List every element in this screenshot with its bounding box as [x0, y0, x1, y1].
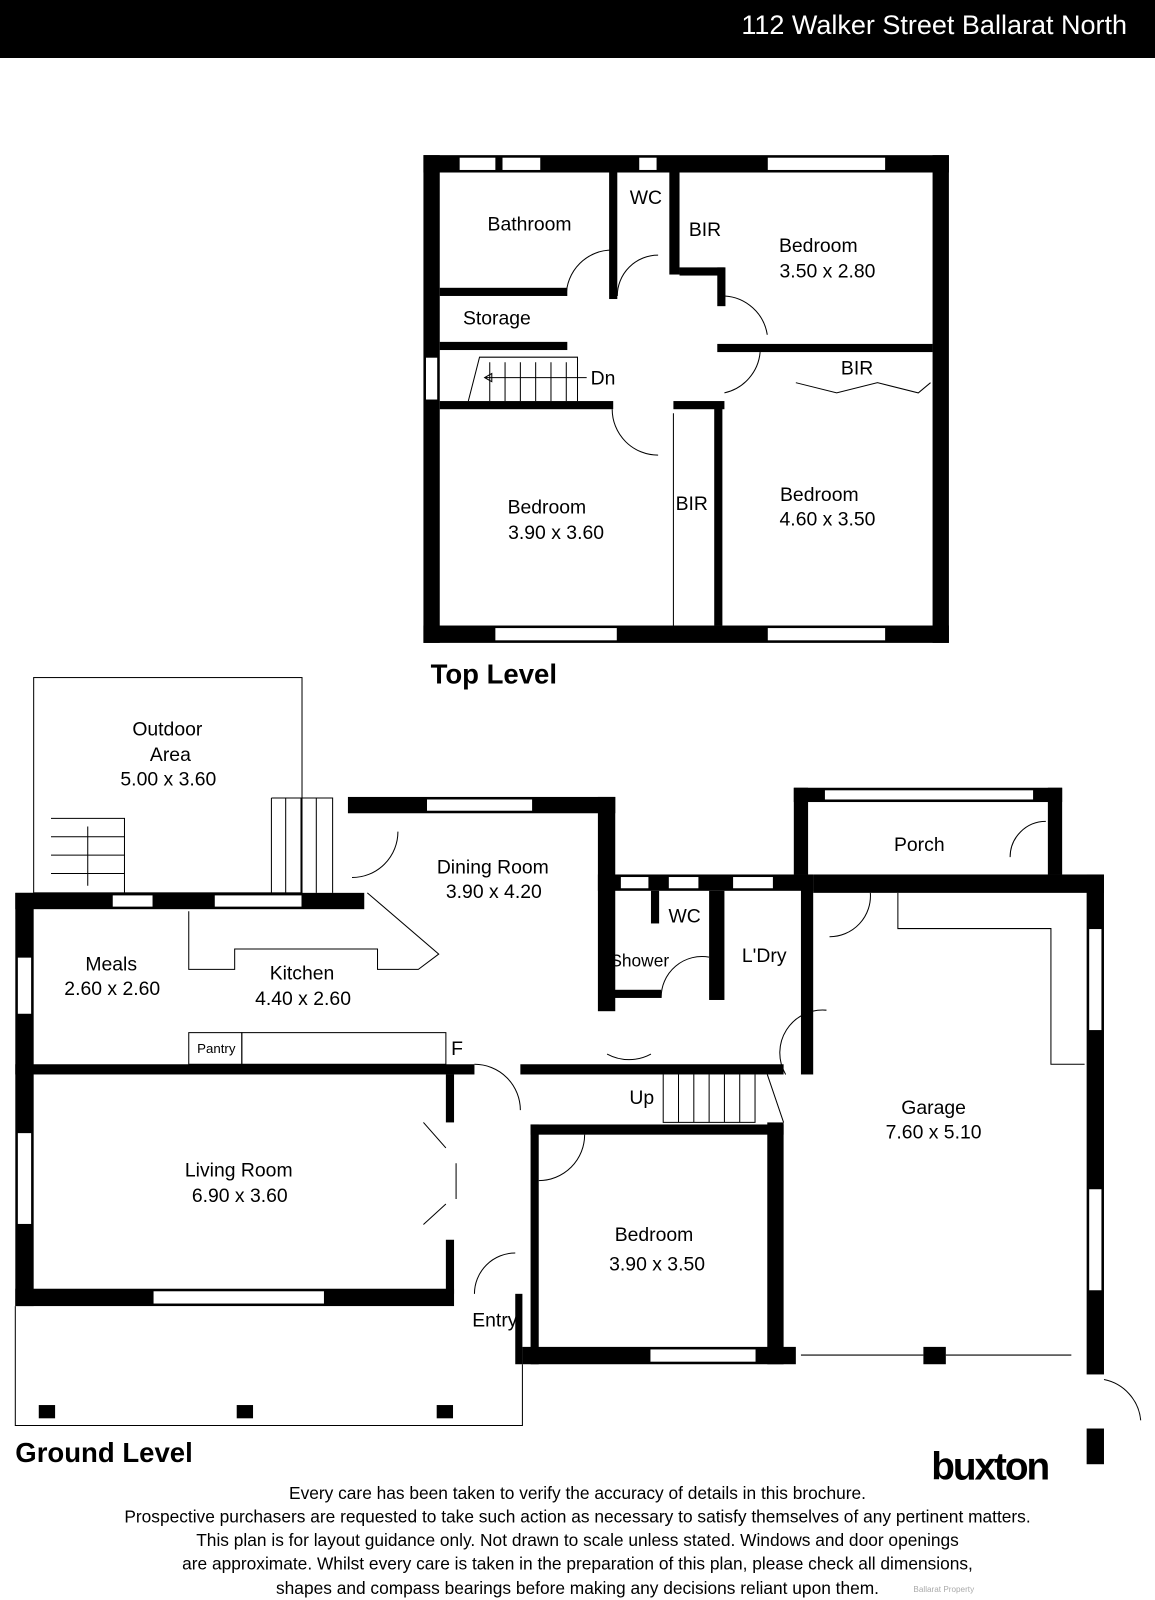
header-bar: 112 Walker Street Ballarat North — [0, 0, 1155, 58]
room-label: Bedroom — [780, 484, 859, 506]
disclaimer-line: Prospective purchasers are requested to … — [124, 1506, 1030, 1526]
room-label: Kitchen — [270, 963, 335, 985]
room-label: BIR — [841, 358, 873, 380]
room-label: WC — [630, 187, 662, 209]
room-label: Area — [150, 744, 191, 766]
room-label: Bedroom — [615, 1224, 694, 1246]
room-size: 7.60 x 5.10 — [886, 1122, 982, 1144]
room-size: 2.60 x 2.60 — [64, 978, 160, 1000]
room-label: Storage — [463, 308, 531, 330]
room-size: 5.00 x 3.60 — [120, 769, 216, 791]
room-label: Garage — [901, 1097, 966, 1119]
stairs-label: Up — [629, 1087, 654, 1109]
room-label: Pantry — [197, 1041, 236, 1056]
room-size: 3.50 x 2.80 — [780, 261, 876, 283]
room-size: 3.90 x 3.60 — [508, 522, 604, 544]
disclaimer-line: shapes and compass bearings before makin… — [276, 1578, 879, 1598]
room-label: Living Room — [185, 1159, 293, 1181]
room-size: 6.90 x 3.60 — [192, 1185, 288, 1207]
room-label: Entry — [472, 1309, 518, 1331]
room-label: BIR — [676, 493, 708, 515]
fridge-label: F — [451, 1038, 463, 1060]
room-label: WC — [668, 905, 700, 927]
room-size: 4.40 x 2.60 — [255, 988, 351, 1010]
room-size: 3.90 x 3.50 — [609, 1253, 705, 1275]
disclaimer: Every care has been taken to verify the … — [124, 1483, 1030, 1598]
room-label: Meals — [85, 953, 137, 975]
ground-level-plan: Outdoor Area 5.00 x 3.60 Meals 2.60 x 2.… — [14, 677, 1142, 1468]
room-label: BIR — [689, 219, 721, 241]
disclaimer-line: are approximate. Whilst every care is ta… — [182, 1553, 973, 1573]
level-title: Ground Level — [15, 1437, 192, 1468]
room-label: Outdoor — [132, 719, 203, 741]
room-label: Bedroom — [508, 496, 587, 518]
property-address: 112 Walker Street Ballarat North — [741, 10, 1127, 40]
room-label: Bathroom — [488, 214, 572, 236]
watermark: Ballarat Property — [913, 1585, 975, 1594]
top-level-plan: Bathroom WC BIR Bedroom 3.50 x 2.80 Stor… — [423, 155, 949, 690]
disclaimer-line: Every care has been taken to verify the … — [289, 1483, 866, 1503]
room-label: Dining Room — [437, 856, 549, 878]
room-size: 3.90 x 4.20 — [446, 881, 542, 903]
level-title: Top Level — [431, 659, 557, 690]
room-label: L'Dry — [742, 945, 787, 967]
room-label: Bedroom — [779, 235, 858, 257]
stairs-label: Dn — [591, 368, 616, 390]
disclaimer-line: This plan is for layout guidance only. N… — [196, 1530, 959, 1550]
buxton-logo: buxton — [931, 1446, 1048, 1489]
room-size: 4.60 x 3.50 — [780, 509, 876, 531]
room-label: Porch — [894, 834, 945, 856]
room-label: Shower — [610, 950, 669, 970]
